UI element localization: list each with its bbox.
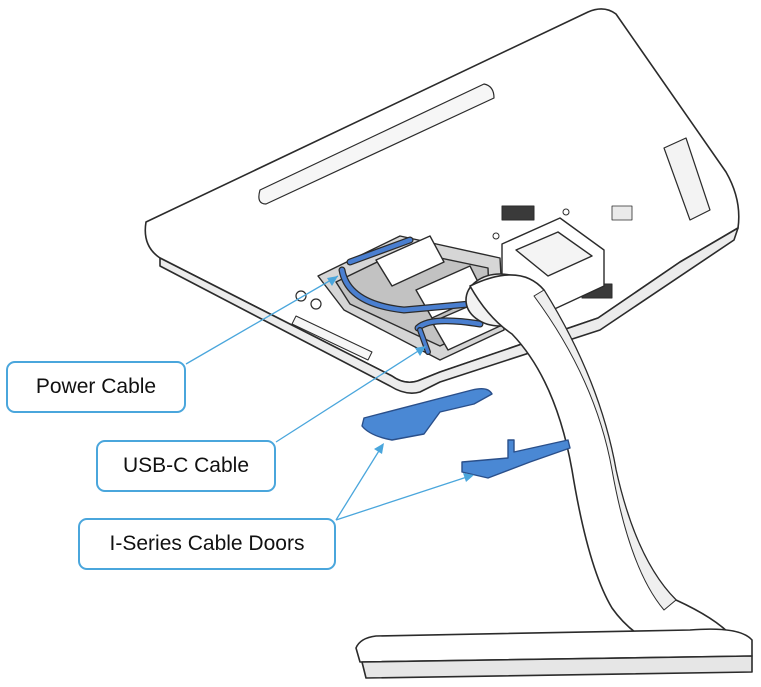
- leader-line-power: [185, 275, 339, 365]
- leader-line-usb-c: [275, 345, 427, 443]
- arrowhead-door-left: [374, 443, 384, 454]
- arrowhead-door-right: [463, 473, 474, 482]
- logo-mark: [611, 205, 633, 221]
- cable-door-left: [361, 387, 493, 441]
- arrowhead-power: [327, 276, 338, 286]
- round-buttons: [295, 290, 322, 310]
- usb-c-cable: [415, 318, 483, 331]
- side-rail: [663, 137, 711, 221]
- stand-base: [355, 628, 753, 663]
- cable-door-right: [461, 439, 571, 479]
- callout-power-cable: Power Cable: [6, 361, 186, 413]
- leader-line-door-left: [335, 445, 383, 521]
- cables: [338, 236, 484, 355]
- leader-lines: [185, 275, 471, 521]
- stand: [355, 273, 753, 679]
- callout-usb-c-cable: USB-C Cable: [96, 440, 276, 492]
- leader-arrowheads: [327, 276, 474, 482]
- callout-cable-doors: I-Series Cable Doors: [78, 518, 336, 570]
- usb-c-cable-end: [418, 328, 430, 354]
- power-cable-head: [347, 237, 413, 265]
- cable-doors: [361, 387, 571, 479]
- vent-slot-upper: [258, 83, 495, 205]
- leader-line-door-right: [335, 475, 471, 521]
- arrowhead-usb-c: [415, 346, 426, 356]
- display-edge-shade: [159, 227, 739, 394]
- power-cable: [339, 267, 473, 313]
- vent-slot-left: [291, 315, 373, 361]
- stand-base-foot: [361, 655, 753, 679]
- speaker-grille-top: [501, 205, 535, 221]
- stand-arm-shade: [533, 289, 677, 611]
